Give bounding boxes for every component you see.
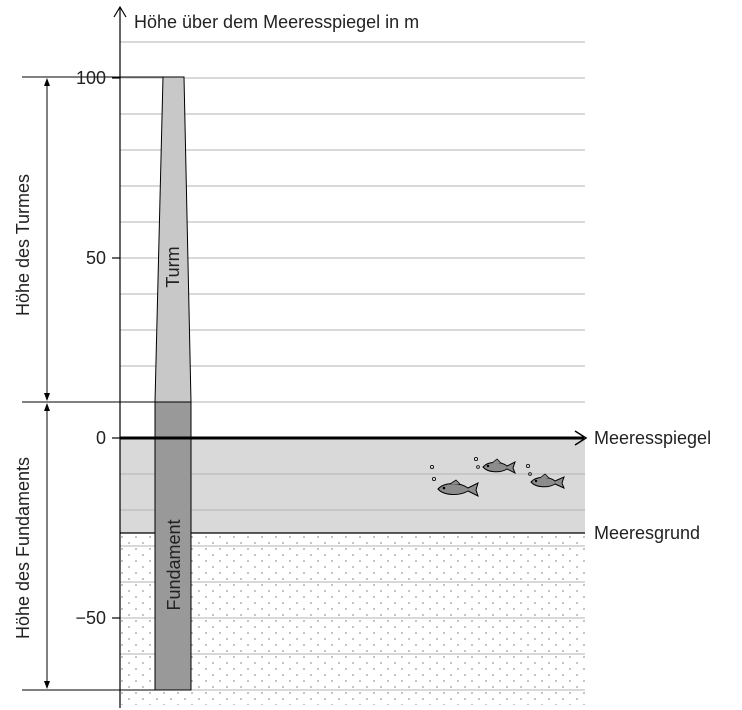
sea-level-label: Meeresspiegel: [594, 428, 711, 448]
tower-height-label: Höhe des Turmes: [13, 174, 33, 316]
y-axis-arrowhead: [113, 5, 127, 18]
foundation: [154, 401, 192, 691]
bubble-icon: [429, 456, 532, 481]
water-region: [120, 438, 585, 533]
tick-label-50: 50: [86, 248, 106, 268]
foundation-height-dimension: [44, 403, 50, 689]
foundation-label: Fundament: [164, 519, 184, 610]
fish-icon: [437, 479, 479, 497]
seabed-region: [120, 533, 585, 705]
foundation-height-label: Höhe des Fundaments: [13, 457, 33, 639]
fish-icon: [530, 473, 565, 489]
sea-level-arrowhead: [574, 430, 588, 446]
tower: [154, 76, 192, 403]
tick-label-minus-50: −50: [75, 608, 106, 628]
tick-label-100: 100: [76, 68, 106, 88]
fish-icon: [482, 458, 516, 475]
gridlines: [120, 41, 585, 691]
seabed-label: Meeresgrund: [594, 523, 700, 543]
tower-height-dimension: [44, 78, 50, 401]
dimension-lines: [22, 76, 163, 691]
tick-label-0: 0: [96, 428, 106, 448]
tower-label: Turm: [163, 246, 183, 287]
y-axis-label: Höhe über dem Meeresspiegel in m: [134, 12, 419, 32]
tick-marks: [112, 77, 120, 619]
